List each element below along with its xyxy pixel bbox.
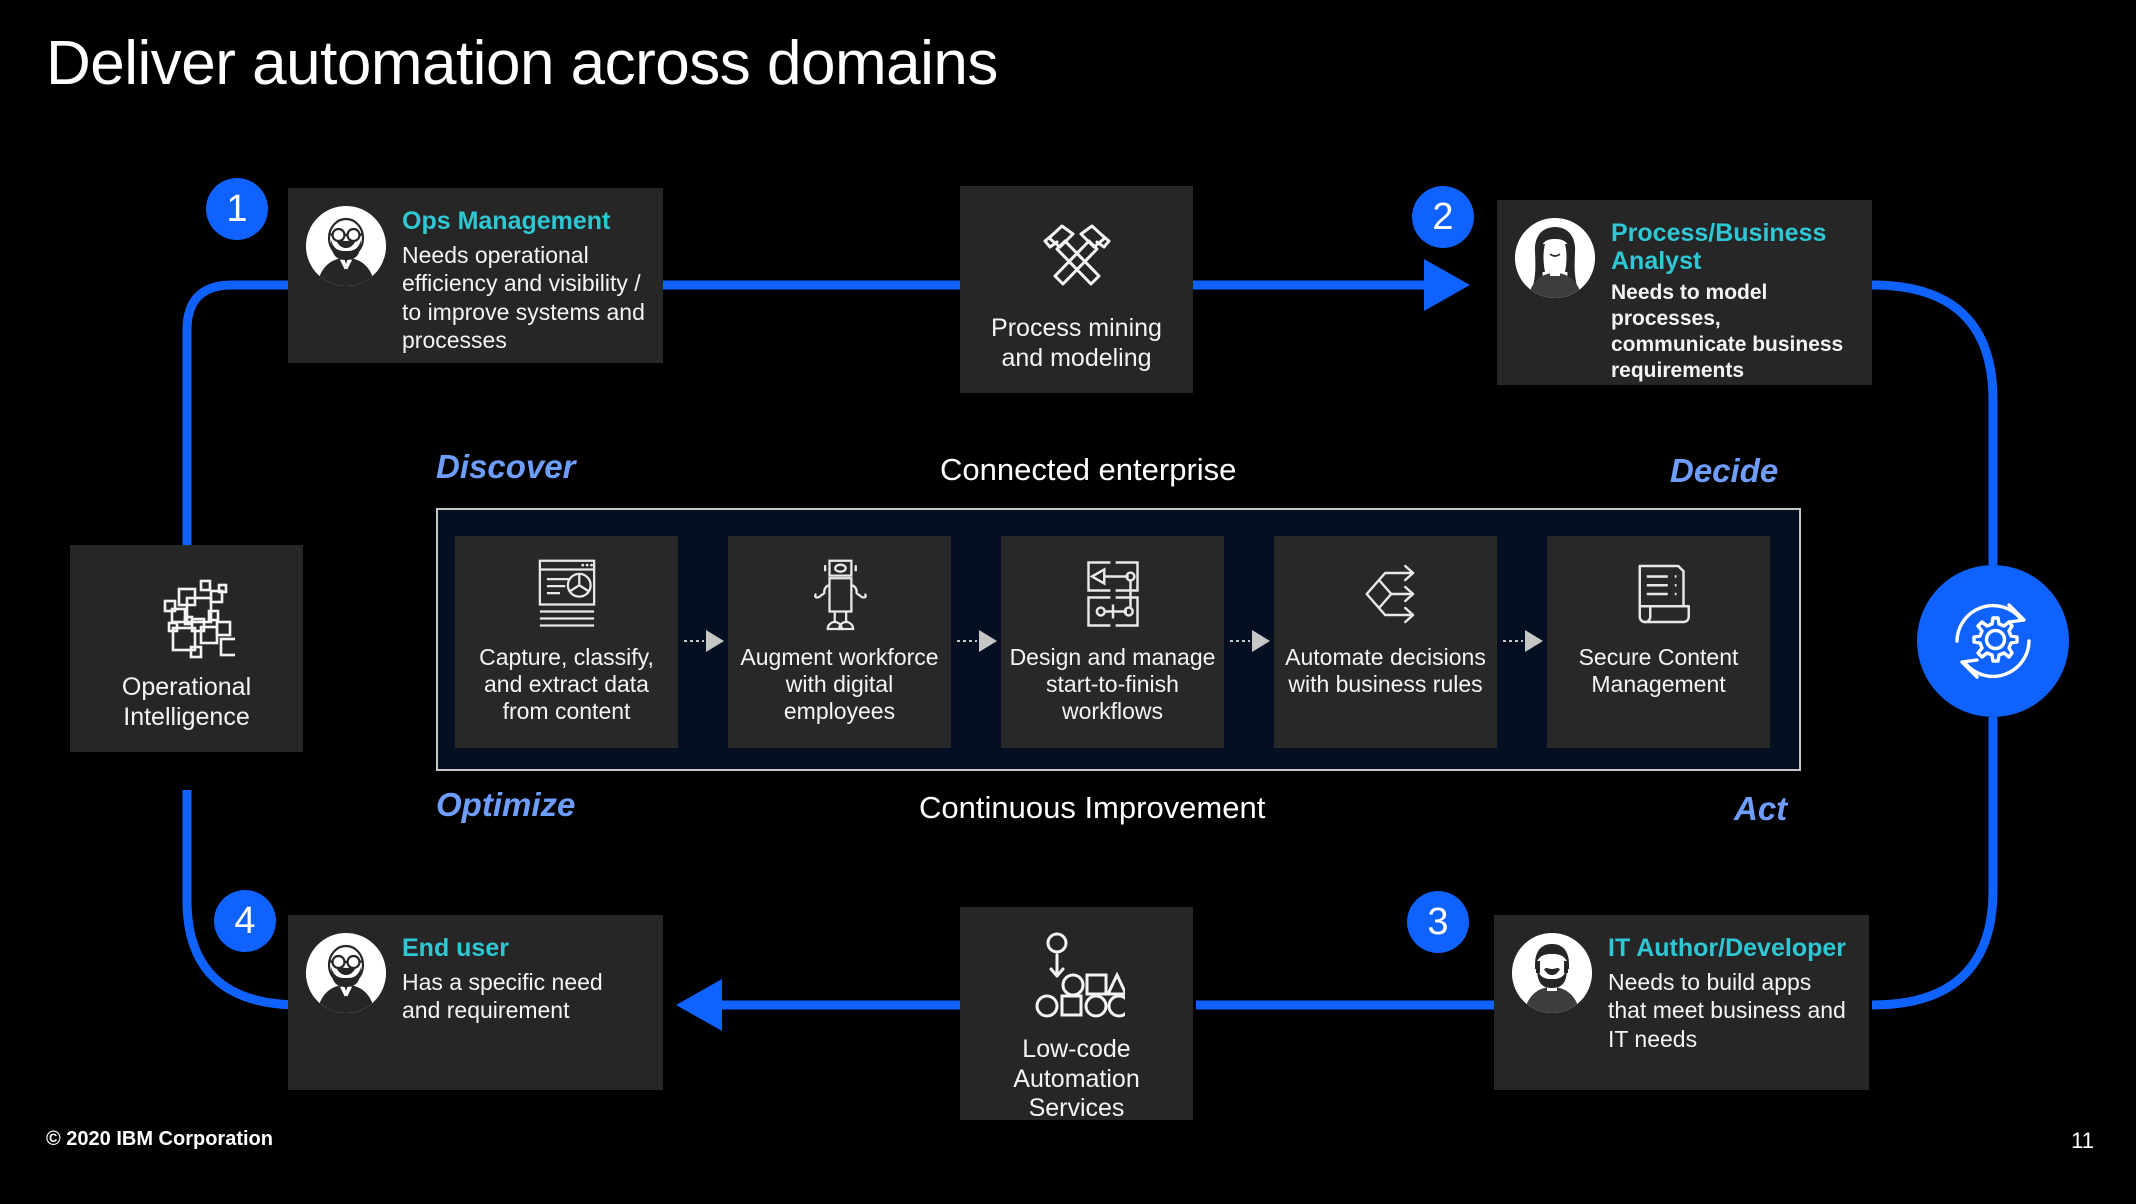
persona-text-block: End user Has a specific need and require… — [402, 933, 647, 1025]
persona-role-label: Process/Business Analyst — [1611, 219, 1827, 275]
capability-tile-design-manage-workflows[interactable]: Design and manage start-to-finish workfl… — [1001, 536, 1224, 748]
continuous-improvement-hub[interactable] — [1917, 565, 2069, 717]
footer-page-number: 11 — [2071, 1128, 2094, 1153]
document-dashboard-chart-icon — [525, 552, 609, 636]
avatar-bald-bearded-glasses-suit-icon — [306, 933, 386, 1013]
capability-tile-augment-workforce[interactable]: Augment workforce with digital employees — [728, 536, 951, 748]
avatar-bearded-developer-icon — [1512, 933, 1592, 1013]
robot-icon — [798, 552, 882, 636]
persona-card-end-user[interactable]: End user Has a specific need and require… — [288, 915, 663, 1090]
crossed-hammers-icon — [1029, 208, 1125, 304]
shapes-flow-icon — [1029, 929, 1125, 1025]
persona-need-text: Needs operational efficiency and visibil… — [402, 241, 645, 354]
flow-label-continuous-improvement: Continuous Improvement — [919, 790, 1266, 825]
document-scroll-icon — [1617, 552, 1701, 636]
capability-tile-label: Capture, classify, and extract data from… — [479, 644, 654, 724]
persona-card-ops-management[interactable]: Ops Management Needs operational efficie… — [288, 188, 663, 363]
avatar-long-hair-woman-icon — [1515, 218, 1595, 298]
service-box-operational-intelligence[interactable]: Operational Intelligence — [70, 545, 303, 752]
flow-arrow-icon — [684, 628, 728, 654]
service-box-label: Operational Intelligence — [121, 673, 252, 731]
step-badge-2: 2 — [1412, 186, 1474, 248]
phase-label-optimize: Optimize — [436, 786, 576, 823]
persona-card-process-business-analyst[interactable]: Process/Business Analyst Needs to model … — [1497, 200, 1872, 385]
connected-enterprise-panel: Capture, classify, and extract data from… — [436, 508, 1801, 771]
capability-tile-label: Design and manage start-to-finish workfl… — [1009, 644, 1216, 724]
service-box-label: Process mining and modeling — [991, 314, 1162, 372]
capability-tile-capture-classify[interactable]: Capture, classify, and extract data from… — [455, 536, 678, 748]
workflow-nodes-icon — [1071, 552, 1155, 636]
phase-label-discover: Discover — [436, 448, 576, 485]
persona-need-text: Needs to model processes, communicate bu… — [1611, 281, 1844, 383]
capability-tile-label: Automate decisions with business rules — [1285, 644, 1486, 697]
persona-need-text: Has a specific need and requirement — [402, 968, 603, 1024]
scattered-squares-icon — [139, 567, 235, 663]
gear-refresh-cycle-icon — [1955, 603, 2031, 679]
service-box-process-mining[interactable]: Process mining and modeling — [960, 186, 1193, 393]
persona-role-label: IT Author/Developer — [1608, 934, 1846, 962]
flow-arrow-icon — [1503, 628, 1547, 654]
persona-need-text: Needs to build apps that meet business a… — [1608, 968, 1846, 1052]
step-badge-4: 4 — [214, 890, 276, 952]
persona-role-label: Ops Management — [402, 207, 611, 235]
capability-tile-automate-decisions[interactable]: Automate decisions with business rules — [1274, 536, 1497, 748]
footer-copyright: © 2020 IBM Corporation — [46, 1128, 273, 1150]
step-badge-1: 1 — [206, 178, 268, 240]
persona-role-label: End user — [402, 934, 509, 962]
capability-tile-secure-content-management[interactable]: Secure Content Management — [1547, 536, 1770, 748]
flow-arrow-icon — [957, 628, 1001, 654]
step-badge-3: 3 — [1407, 891, 1469, 953]
phase-label-act: Act — [1734, 790, 1788, 827]
persona-card-it-author-developer[interactable]: IT Author/Developer Needs to build apps … — [1494, 915, 1869, 1090]
persona-text-block: IT Author/Developer Needs to build apps … — [1608, 933, 1853, 1053]
persona-text-block: Process/Business Analyst Needs to model … — [1611, 218, 1856, 384]
page-title: Deliver automation across domains — [46, 29, 998, 98]
service-box-label: Low-code Automation Services — [1013, 1035, 1140, 1122]
persona-text-block: Ops Management Needs operational efficie… — [402, 206, 647, 355]
avatar-bald-bearded-glasses-suit-icon — [306, 206, 386, 286]
flow-arrow-icon — [1230, 628, 1274, 654]
capability-tile-label: Augment workforce with digital employees — [740, 644, 939, 724]
service-box-low-code-automation[interactable]: Low-code Automation Services — [960, 907, 1193, 1122]
capability-tile-label: Secure Content Management — [1578, 644, 1739, 697]
decision-branch-arrows-icon — [1344, 552, 1428, 636]
phase-label-decide: Decide — [1670, 452, 1779, 489]
flow-label-connected-enterprise: Connected enterprise — [940, 452, 1237, 487]
